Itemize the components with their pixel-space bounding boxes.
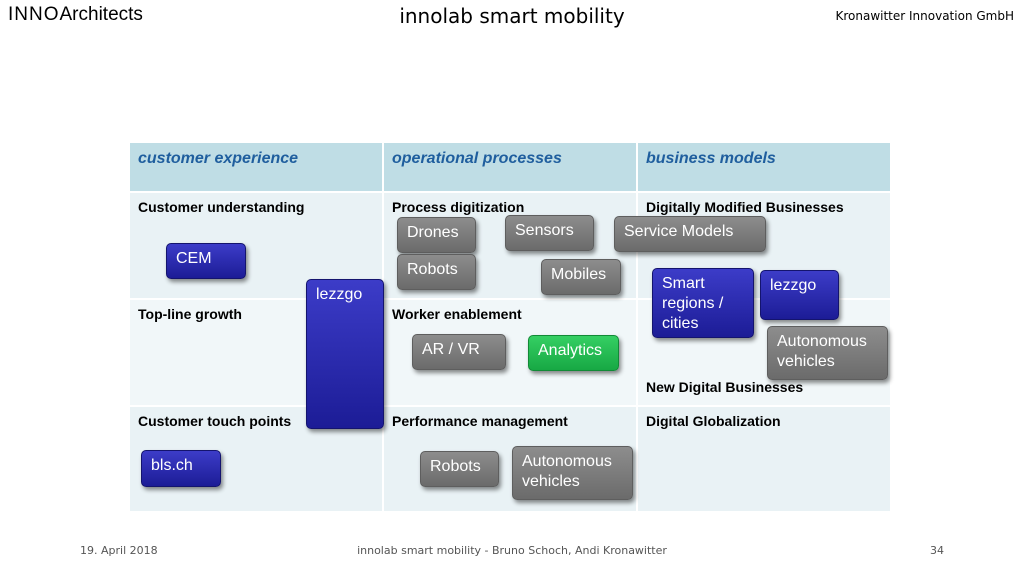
logo-part-inno: INNO bbox=[8, 4, 60, 25]
tag-autonomous-vehicles-performance[interactable]: Autonomous vehicles bbox=[512, 446, 633, 500]
tag-sensors[interactable]: Sensors bbox=[505, 215, 594, 251]
slide-title: innolab smart mobility bbox=[399, 4, 625, 28]
footer-page-number: 34 bbox=[930, 544, 944, 557]
new-digital-businesses-label: New Digital Businesses bbox=[646, 379, 804, 395]
tag-service-models[interactable]: Service Models bbox=[614, 216, 766, 252]
column-header-business-models: business models bbox=[638, 143, 892, 193]
footer-date: 19. April 2018 bbox=[80, 544, 158, 557]
cell-digital-globalization: Digital Globalization bbox=[638, 407, 892, 513]
tag-analytics[interactable]: Analytics bbox=[528, 335, 619, 371]
footer-center: innolab smart mobility - Bruno Schoch, A… bbox=[357, 544, 667, 557]
logo: INNOArchitects bbox=[8, 4, 143, 26]
tag-mobiles[interactable]: Mobiles bbox=[541, 259, 621, 295]
tag-bls-ch[interactable]: bls.ch bbox=[141, 450, 221, 487]
tag-robots-process[interactable]: Robots bbox=[397, 254, 476, 290]
tag-drones[interactable]: Drones bbox=[397, 217, 476, 253]
tag-smart-regions-cities[interactable]: Smart regions / cities bbox=[652, 268, 754, 338]
logo-part-architects: Architects bbox=[59, 4, 143, 25]
company-name: Kronawitter Innovation GmbH bbox=[835, 9, 1014, 23]
tag-lezzgo-tall[interactable]: lezzgo bbox=[306, 279, 384, 429]
tag-ar-vr[interactable]: AR / VR bbox=[412, 334, 506, 370]
column-header-customer-experience: customer experience bbox=[130, 143, 384, 193]
tag-robots-performance[interactable]: Robots bbox=[420, 451, 499, 487]
tag-lezzgo-small[interactable]: lezzgo bbox=[760, 270, 839, 320]
tag-cem[interactable]: CEM bbox=[166, 243, 246, 279]
tag-autonomous-vehicles-business[interactable]: Autonomous vehicles bbox=[767, 326, 888, 380]
column-header-operational-processes: operational processes bbox=[384, 143, 638, 193]
